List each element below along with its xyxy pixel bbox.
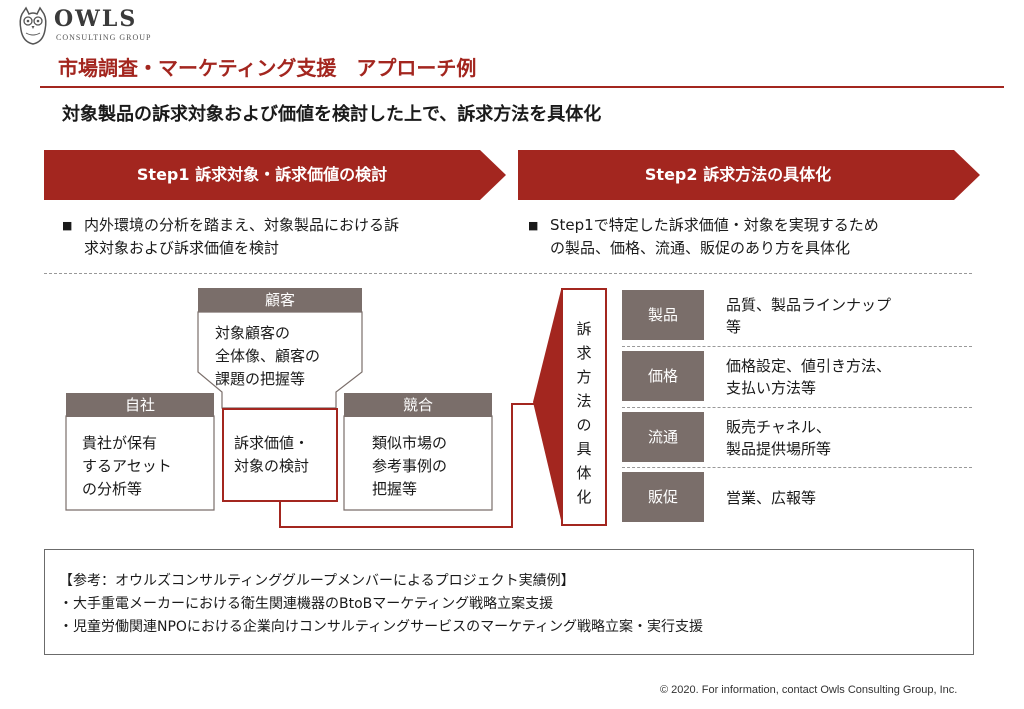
step1-desc-line: 求対象および訴求価値を検討 [84, 239, 280, 257]
vertical-char: 求 [576, 344, 592, 362]
item-desc-line: 等 [726, 318, 742, 336]
step2-description: Step1で特定した訴求価値・対象を実現するため の製品、価格、流通、販促のあり… [550, 214, 879, 260]
item-desc-product: 品質、製品ラインナップ 等 [726, 294, 891, 338]
item-label-distribution: 流通 [622, 412, 704, 462]
page-subtitle: 対象製品の訴求対象および価値を検討した上で、訴求方法を具体化 [62, 104, 602, 125]
title-divider [40, 86, 1004, 88]
competitor-line: 把握等 [372, 480, 418, 498]
item-desc-price: 価格設定、値引き方法、 支払い方法等 [726, 355, 891, 399]
item-desc-distribution: 販売チャネル、 製品提供場所等 [726, 416, 831, 460]
step2-banner: Step2 訴求方法の具体化 [518, 150, 980, 200]
footer-copyright: © 2020. For information, contact Owls Co… [660, 684, 958, 696]
center-line: 対象の検討 [234, 457, 310, 475]
item-separator [622, 346, 972, 347]
competitor-header: 競合 [344, 393, 492, 417]
step1-label: Step1 訴求対象・訴求価値の検討 [136, 165, 388, 184]
reference-line: ・大手重電メーカーにおける衛生関連機器のBtoBマーケティング戦略立案支援 [59, 596, 554, 612]
self-body: 貴社が保有 するアセット の分析等 [82, 432, 172, 501]
vertical-char: 法 [576, 392, 592, 410]
self-line: 貴社が保有 [82, 434, 158, 452]
competitor-line: 類似市場の [372, 434, 448, 452]
vertical-char: の [576, 416, 592, 434]
item-desc-line: 製品提供場所等 [726, 440, 832, 458]
logo-wordmark: OWLS [54, 6, 138, 32]
customer-line: 全体像、顧客の [215, 347, 321, 365]
customer-header: 顧客 [198, 288, 362, 312]
step1-description: 内外環境の分析を踏まえ、対象製品における訴 求対象および訴求価値を検討 [84, 214, 399, 260]
step2-desc-line: の製品、価格、流通、販促のあり方を具体化 [550, 239, 851, 257]
item-desc-line: 営業、広報等 [726, 489, 817, 507]
step2-desc-line: Step1で特定した訴求価値・対象を実現するため [550, 216, 879, 234]
reference-box: 【参考：オウルズコンサルティンググループメンバーによるプロジェクト実績例】 ・大… [44, 549, 974, 655]
center-line: 訴求価値・ [234, 434, 310, 452]
bullet-square-icon: ■ [528, 219, 539, 232]
item-label-promotion: 販促 [622, 472, 704, 522]
vertical-char: 体 [576, 464, 592, 482]
item-desc-line: 支払い方法等 [726, 379, 817, 397]
vertical-char: 化 [576, 488, 592, 506]
center-body: 訴求価値・ 対象の検討 [234, 432, 309, 478]
customer-line: 課題の把握等 [215, 370, 306, 388]
competitor-line: 参考事例の [372, 457, 448, 475]
page-title: 市場調査・マーケティング支援 アプローチ例 [58, 56, 477, 80]
item-label-price: 価格 [622, 351, 704, 401]
self-line: するアセット [82, 457, 172, 475]
item-desc-promotion: 営業、広報等 [726, 487, 816, 509]
item-separator [622, 407, 972, 408]
reference-line: ・児童労働関連NPOにおける企業向けコンサルティングサービスのマーケティング戦略… [59, 619, 703, 635]
step1-banner: Step1 訴求対象・訴求価値の検討 [44, 150, 506, 200]
vertical-char: 具 [576, 440, 592, 458]
customer-body: 対象顧客の 全体像、顧客の 課題の把握等 [215, 322, 320, 391]
vertical-char: 方 [576, 368, 592, 386]
competitor-body: 類似市場の 参考事例の 把握等 [372, 432, 447, 501]
item-separator [622, 467, 972, 468]
item-desc-line: 価格設定、値引き方法、 [726, 357, 892, 375]
vertical-label-box: 訴 求 方 法 の 具 体 化 [561, 288, 607, 526]
self-header: 自社 [66, 393, 214, 417]
section-divider [44, 273, 972, 274]
reference-heading: 【参考：オウルズコンサルティンググループメンバーによるプロジェクト実績例】 [59, 573, 575, 589]
vertical-char: 訴 [576, 320, 592, 338]
item-label-product: 製品 [622, 290, 704, 340]
owl-logo-icon [16, 6, 50, 46]
bullet-square-icon: ■ [62, 219, 73, 232]
step2-label: Step2 訴求方法の具体化 [644, 165, 832, 184]
center-box: 訴求価値・ 対象の検討 [222, 408, 338, 502]
item-desc-line: 品質、製品ラインナップ [726, 296, 892, 314]
logo-subtext: CONSULTING GROUP [56, 33, 152, 42]
item-desc-line: 販売チャネル、 [726, 418, 831, 436]
self-line: の分析等 [82, 480, 143, 498]
customer-line: 対象顧客の [215, 324, 291, 342]
step1-desc-line: 内外環境の分析を踏まえ、対象製品における訴 [84, 216, 400, 234]
